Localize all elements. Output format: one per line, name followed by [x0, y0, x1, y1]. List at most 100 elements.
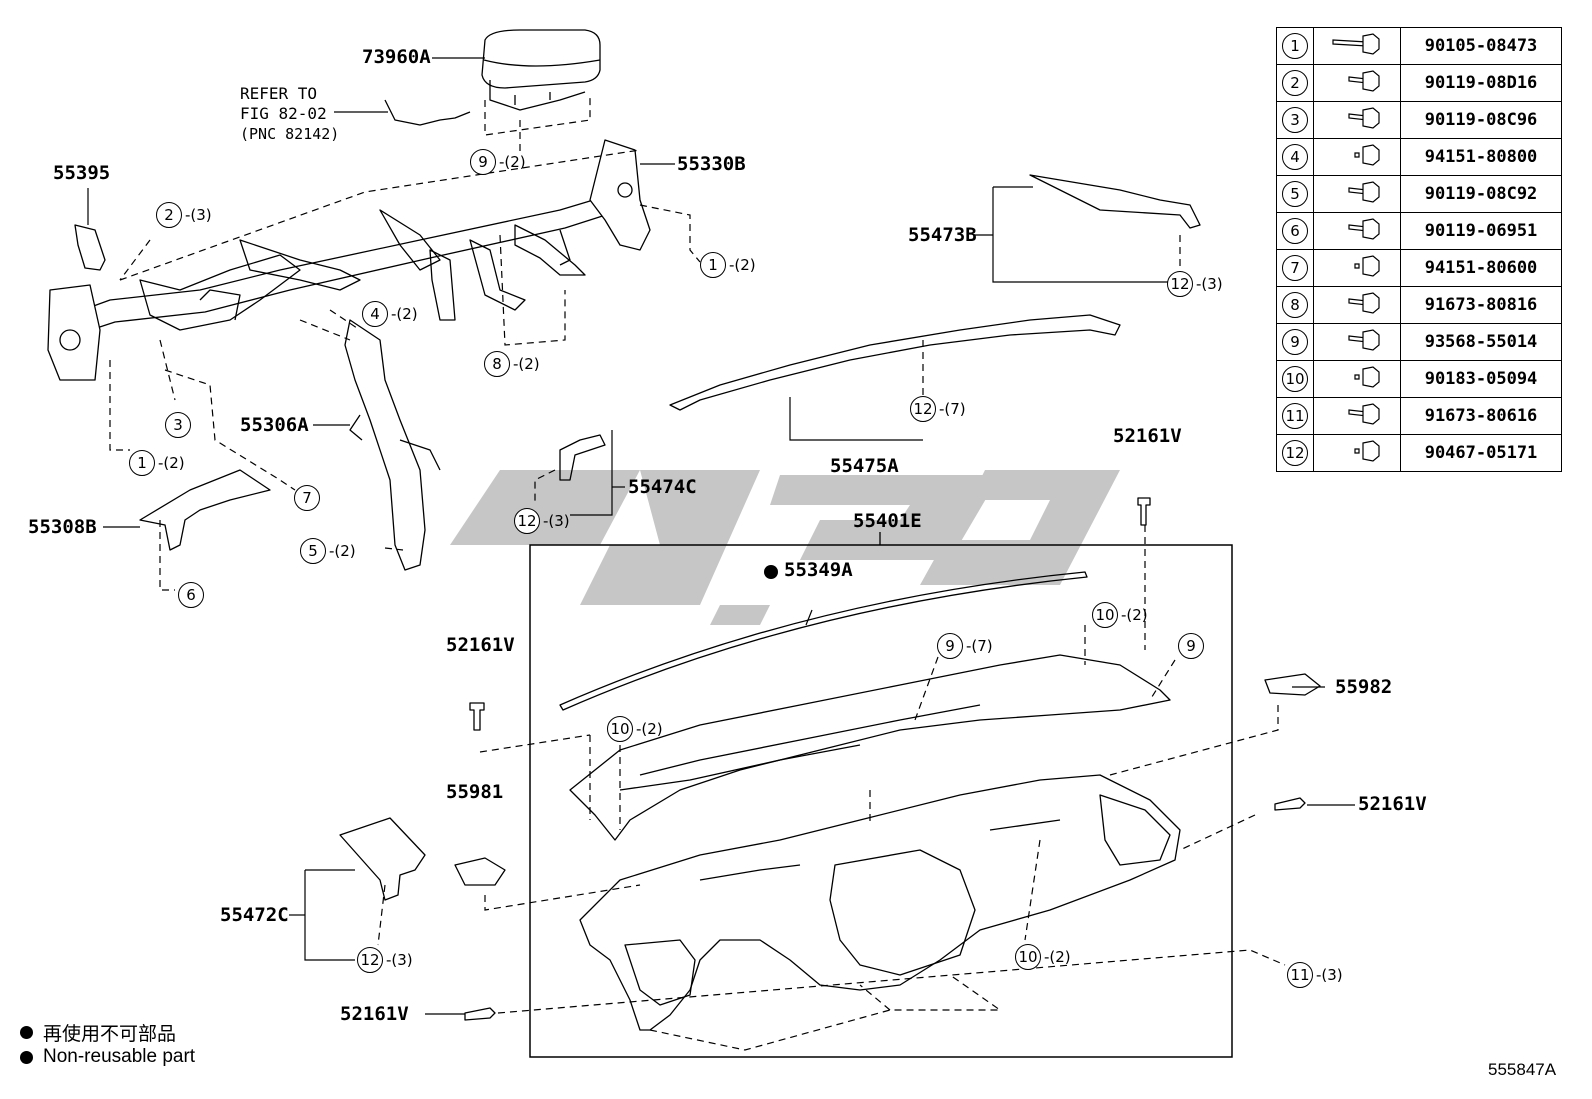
part-label-52161V-left[interactable]: 52161V [446, 634, 515, 656]
callout-qty: -(2) [729, 256, 756, 274]
part-label-52161V-bottom[interactable]: 52161V [340, 1003, 409, 1025]
part-label-55306A[interactable]: 55306A [240, 414, 309, 436]
part-label-55982[interactable]: 55982 [1335, 676, 1393, 698]
callout-number: 12 [514, 508, 540, 534]
fastener-part-number[interactable]: 91673-80616 [1400, 397, 1562, 435]
refer-line-3: (PNC 82142) [240, 125, 340, 143]
fastener-part-number[interactable]: 91673-80816 [1400, 286, 1562, 324]
callout-qty: -(3) [386, 951, 413, 969]
callout-9[interactable]: 9 [1178, 633, 1204, 659]
fastener-part-number[interactable]: 90105-08473 [1400, 27, 1562, 65]
callout-10[interactable]: 10-(2) [607, 716, 663, 742]
callout-number: 11 [1287, 962, 1313, 988]
fastener-part-number[interactable]: 93568-55014 [1400, 323, 1562, 361]
callout-4[interactable]: 4-(2) [362, 301, 418, 327]
callout-qty: -(3) [185, 206, 212, 224]
fastener-shank [1354, 448, 1360, 454]
seal-strip-55349A [559, 571, 1088, 711]
part-label-55981[interactable]: 55981 [446, 781, 504, 803]
part-label-55475A[interactable]: 55475A [830, 455, 899, 477]
fastener-row[interactable]: 10 90183-05094 [1276, 360, 1562, 398]
callout-12[interactable]: 12-(3) [1167, 271, 1223, 297]
fastener-icon [1348, 329, 1380, 351]
fastener-number: 8 [1282, 292, 1308, 318]
callout-8[interactable]: 8-(2) [484, 351, 540, 377]
fastener-part-number[interactable]: 90119-08D16 [1400, 64, 1562, 102]
fastener-illustration-cell [1313, 434, 1401, 472]
fastener-row[interactable]: 11 91673-80616 [1276, 397, 1562, 435]
fastener-shank [1354, 152, 1360, 158]
fastener-head [1362, 403, 1380, 425]
fastener-part-number[interactable]: 90467-05171 [1400, 434, 1562, 472]
part-label-73960A[interactable]: 73960A [362, 46, 431, 68]
callout-9[interactable]: 9-(7) [937, 633, 993, 659]
callout-11[interactable]: 11-(3) [1287, 962, 1343, 988]
fastener-head [1362, 218, 1380, 240]
legend-dot [20, 1026, 33, 1039]
callout-1[interactable]: 1-(2) [129, 450, 185, 476]
fastener-row[interactable]: 9 93568-55014 [1276, 323, 1562, 361]
part-label-55395[interactable]: 55395 [53, 162, 111, 184]
callout-number: 7 [294, 485, 320, 511]
callout-qty: -(7) [966, 637, 993, 655]
fastener-part-number[interactable]: 94151-80800 [1400, 138, 1562, 176]
callout-9[interactable]: 9-(2) [470, 149, 526, 175]
fastener-part-number[interactable]: 90119-08C96 [1400, 101, 1562, 139]
callout-number: 1 [129, 450, 155, 476]
fastener-number: 11 [1282, 403, 1308, 429]
callout-qty: -(3) [1316, 966, 1343, 984]
fastener-part-number[interactable]: 90119-08C92 [1400, 175, 1562, 213]
callout-10[interactable]: 10-(2) [1015, 944, 1071, 970]
fastener-part-number[interactable]: 90119-06951 [1400, 212, 1562, 250]
callout-12[interactable]: 12-(3) [514, 508, 570, 534]
fastener-icon [1348, 107, 1380, 129]
fastener-illustration-cell [1313, 323, 1401, 361]
fastener-number-cell: 10 [1276, 360, 1314, 398]
callout-qty: -(2) [1044, 948, 1071, 966]
callout-10[interactable]: 10-(2) [1092, 602, 1148, 628]
wire-harness [384, 99, 471, 126]
fastener-head [1362, 329, 1380, 351]
fastener-icon [1354, 366, 1380, 388]
part-label-55472C[interactable]: 55472C [220, 904, 289, 926]
callout-12[interactable]: 12-(7) [910, 396, 966, 422]
part-label-55401E[interactable]: 55401E [853, 510, 922, 532]
part-label-52161V-right[interactable]: 52161V [1358, 793, 1427, 815]
callout-6[interactable]: 6 [178, 582, 204, 608]
fastener-number-cell: 9 [1276, 323, 1314, 361]
fastener-illustration-cell [1313, 397, 1401, 435]
part-label-55474C[interactable]: 55474C [628, 476, 697, 498]
fastener-head [1362, 181, 1380, 203]
callout-number: 6 [178, 582, 204, 608]
callout-3[interactable]: 3 [165, 412, 191, 438]
fastener-row[interactable]: 8 91673-80816 [1276, 286, 1562, 324]
part-label-55349A[interactable]: 55349A [784, 559, 853, 581]
fastener-part-number[interactable]: 90183-05094 [1400, 360, 1562, 398]
callout-2[interactable]: 2-(3) [156, 202, 212, 228]
callout-5[interactable]: 5-(2) [300, 538, 356, 564]
callout-qty: -(2) [391, 305, 418, 323]
part-label-55473B[interactable]: 55473B [908, 224, 977, 246]
callout-1[interactable]: 1-(2) [700, 252, 756, 278]
callout-7[interactable]: 7 [294, 485, 320, 511]
fastener-part-number[interactable]: 94151-80600 [1400, 249, 1562, 287]
part-label-55330B[interactable]: 55330B [677, 153, 746, 175]
part-label-55308B[interactable]: 55308B [28, 516, 97, 538]
callout-qty: -(2) [499, 153, 526, 171]
legend-en: Non-reusable part [20, 1046, 195, 1068]
legend-cn-text: 再使用不可部品 [43, 1024, 177, 1045]
callout-number: 1 [700, 252, 726, 278]
part-label-52161V-top[interactable]: 52161V [1113, 425, 1182, 447]
callout-12[interactable]: 12-(3) [357, 947, 413, 973]
brace-55308B [139, 469, 271, 551]
fastener-head [1362, 292, 1380, 314]
